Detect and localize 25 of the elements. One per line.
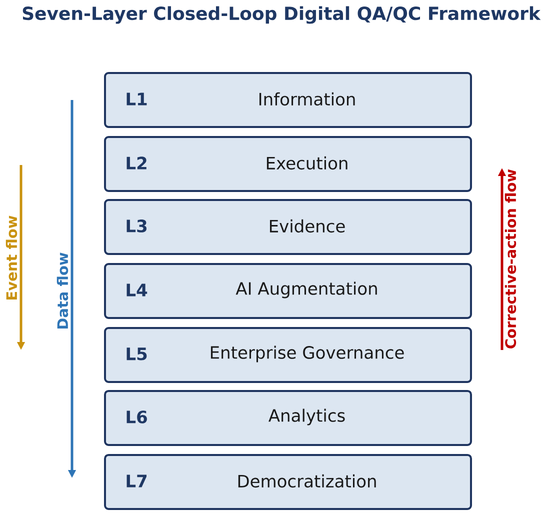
layer-box xyxy=(104,263,472,319)
layer-box xyxy=(104,327,472,383)
layer-number: L6 xyxy=(126,410,147,424)
layer-number: L1 xyxy=(126,92,147,106)
flow-label: Event flow xyxy=(6,216,18,300)
layer-number: L5 xyxy=(126,348,147,360)
layer-name: Analytics xyxy=(268,408,345,426)
layer-box xyxy=(104,72,472,128)
layer-name: Evidence xyxy=(270,219,345,233)
flow-label: Data flow xyxy=(56,252,68,328)
title: Seven-Layer Closed-Loop Digital QA/QC Framework xyxy=(22,6,541,24)
layer-name: Information xyxy=(259,92,355,106)
layer-box xyxy=(104,454,472,510)
layer-number: L3 xyxy=(126,220,146,232)
layer-box xyxy=(104,390,472,446)
layer-name: Enterprise Governance xyxy=(210,346,404,362)
layer-box xyxy=(104,136,472,192)
layer-number: L4 xyxy=(126,284,148,296)
layer-number: L2 xyxy=(126,156,146,170)
layer-number: L7 xyxy=(126,474,146,488)
layer-name: Democratization xyxy=(238,474,376,488)
layer-box xyxy=(104,199,472,255)
layer-name: AI Augmentation xyxy=(236,282,377,298)
layer-name: Execution xyxy=(266,156,348,170)
flow-label: Corrective-action flow xyxy=(504,169,516,348)
